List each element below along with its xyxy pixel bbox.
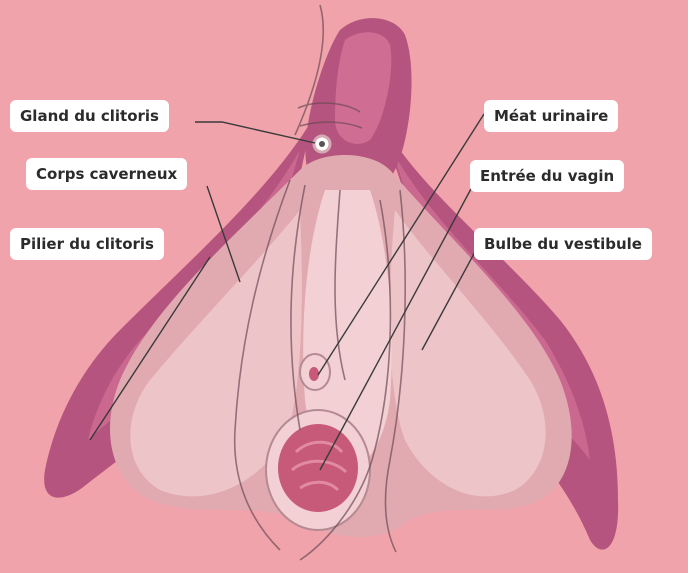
label-gland-du-clitoris: Gland du clitoris	[10, 100, 169, 132]
label-bulbe-du-vestibule: Bulbe du vestibule	[474, 228, 652, 260]
label-entree-du-vagin: Entrée du vagin	[470, 160, 624, 192]
gland-dot-center	[319, 141, 325, 147]
meat-inner	[309, 367, 319, 381]
label-corps-caverneux: Corps caverneux	[26, 158, 187, 190]
label-meat-urinaire: Méat urinaire	[484, 100, 618, 132]
vagin-opening	[278, 424, 358, 512]
leader-gland	[195, 122, 315, 143]
label-pilier-du-clitoris: Pilier du clitoris	[10, 228, 164, 260]
